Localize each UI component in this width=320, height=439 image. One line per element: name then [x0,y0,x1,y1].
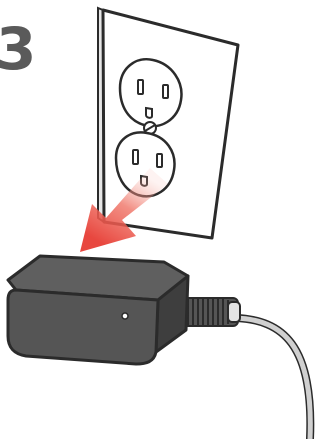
upper-receptacle [120,59,181,126]
strain-relief [182,298,240,326]
adapter-front [8,290,158,364]
indicator-light [122,313,128,319]
power-adapter-icon [8,256,188,364]
power-cable [236,318,310,439]
